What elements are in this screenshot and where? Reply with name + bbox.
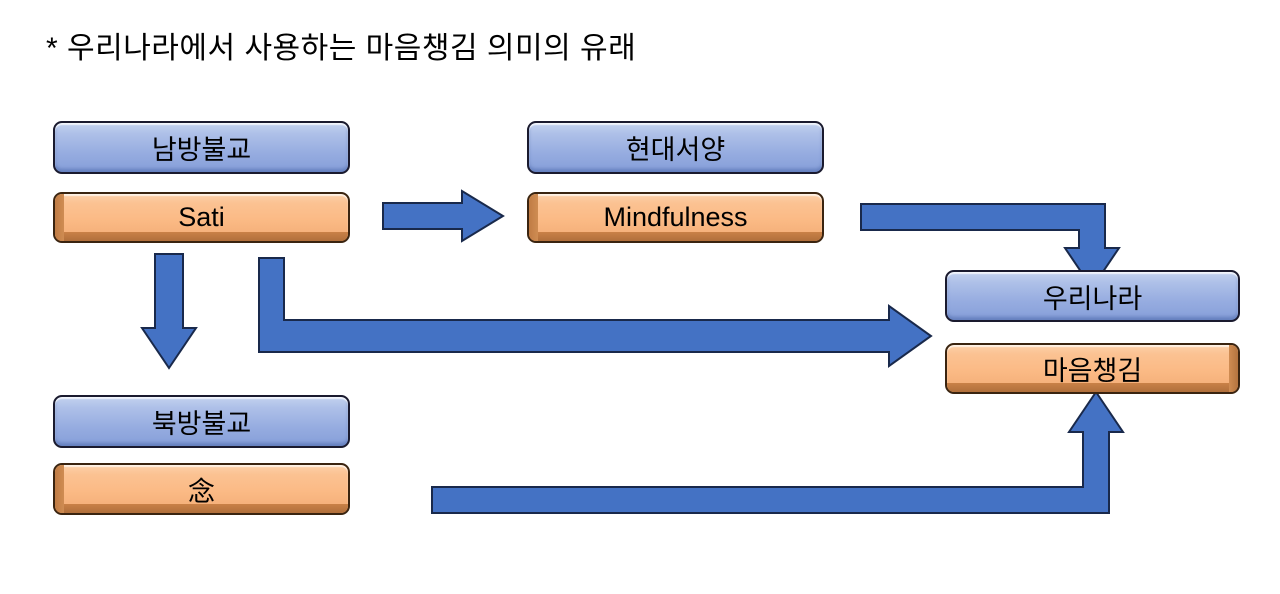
arrow-sati-to-korea xyxy=(258,257,933,368)
node-label: 念 xyxy=(188,476,215,507)
arrow-sati-to-mindfulness xyxy=(382,189,505,243)
node-label: 마음챙김 xyxy=(1042,356,1143,386)
node-label: 북방불교 xyxy=(151,409,252,439)
node-label: 우리나라 xyxy=(1042,283,1143,314)
node-southern-buddhism[interactable]: 남방불교 xyxy=(53,121,350,174)
node-nyeom[interactable]: 念 xyxy=(53,463,350,515)
node-maeumchaenggim[interactable]: 마음챙김 xyxy=(945,343,1240,394)
arrow-sati-to-northern-buddhism xyxy=(140,253,198,370)
node-label: 남방불교 xyxy=(151,135,252,165)
node-sati[interactable]: Sati xyxy=(53,192,350,243)
node-label: Sati xyxy=(178,202,225,232)
node-northern-buddhism[interactable]: 북방불교 xyxy=(53,395,350,448)
arrow-nyeom-to-maeumchaenggim xyxy=(431,390,1125,514)
node-modern-west[interactable]: 현대서양 xyxy=(527,121,824,174)
node-label: 현대서양 xyxy=(625,135,726,165)
node-korea[interactable]: 우리나라 xyxy=(945,270,1240,322)
page-title: * 우리나라에서 사용하는 마음챙김 의미의 유래 xyxy=(46,32,637,65)
node-label: Mindfulness xyxy=(603,202,748,232)
node-mindfulness[interactable]: Mindfulness xyxy=(527,192,824,243)
